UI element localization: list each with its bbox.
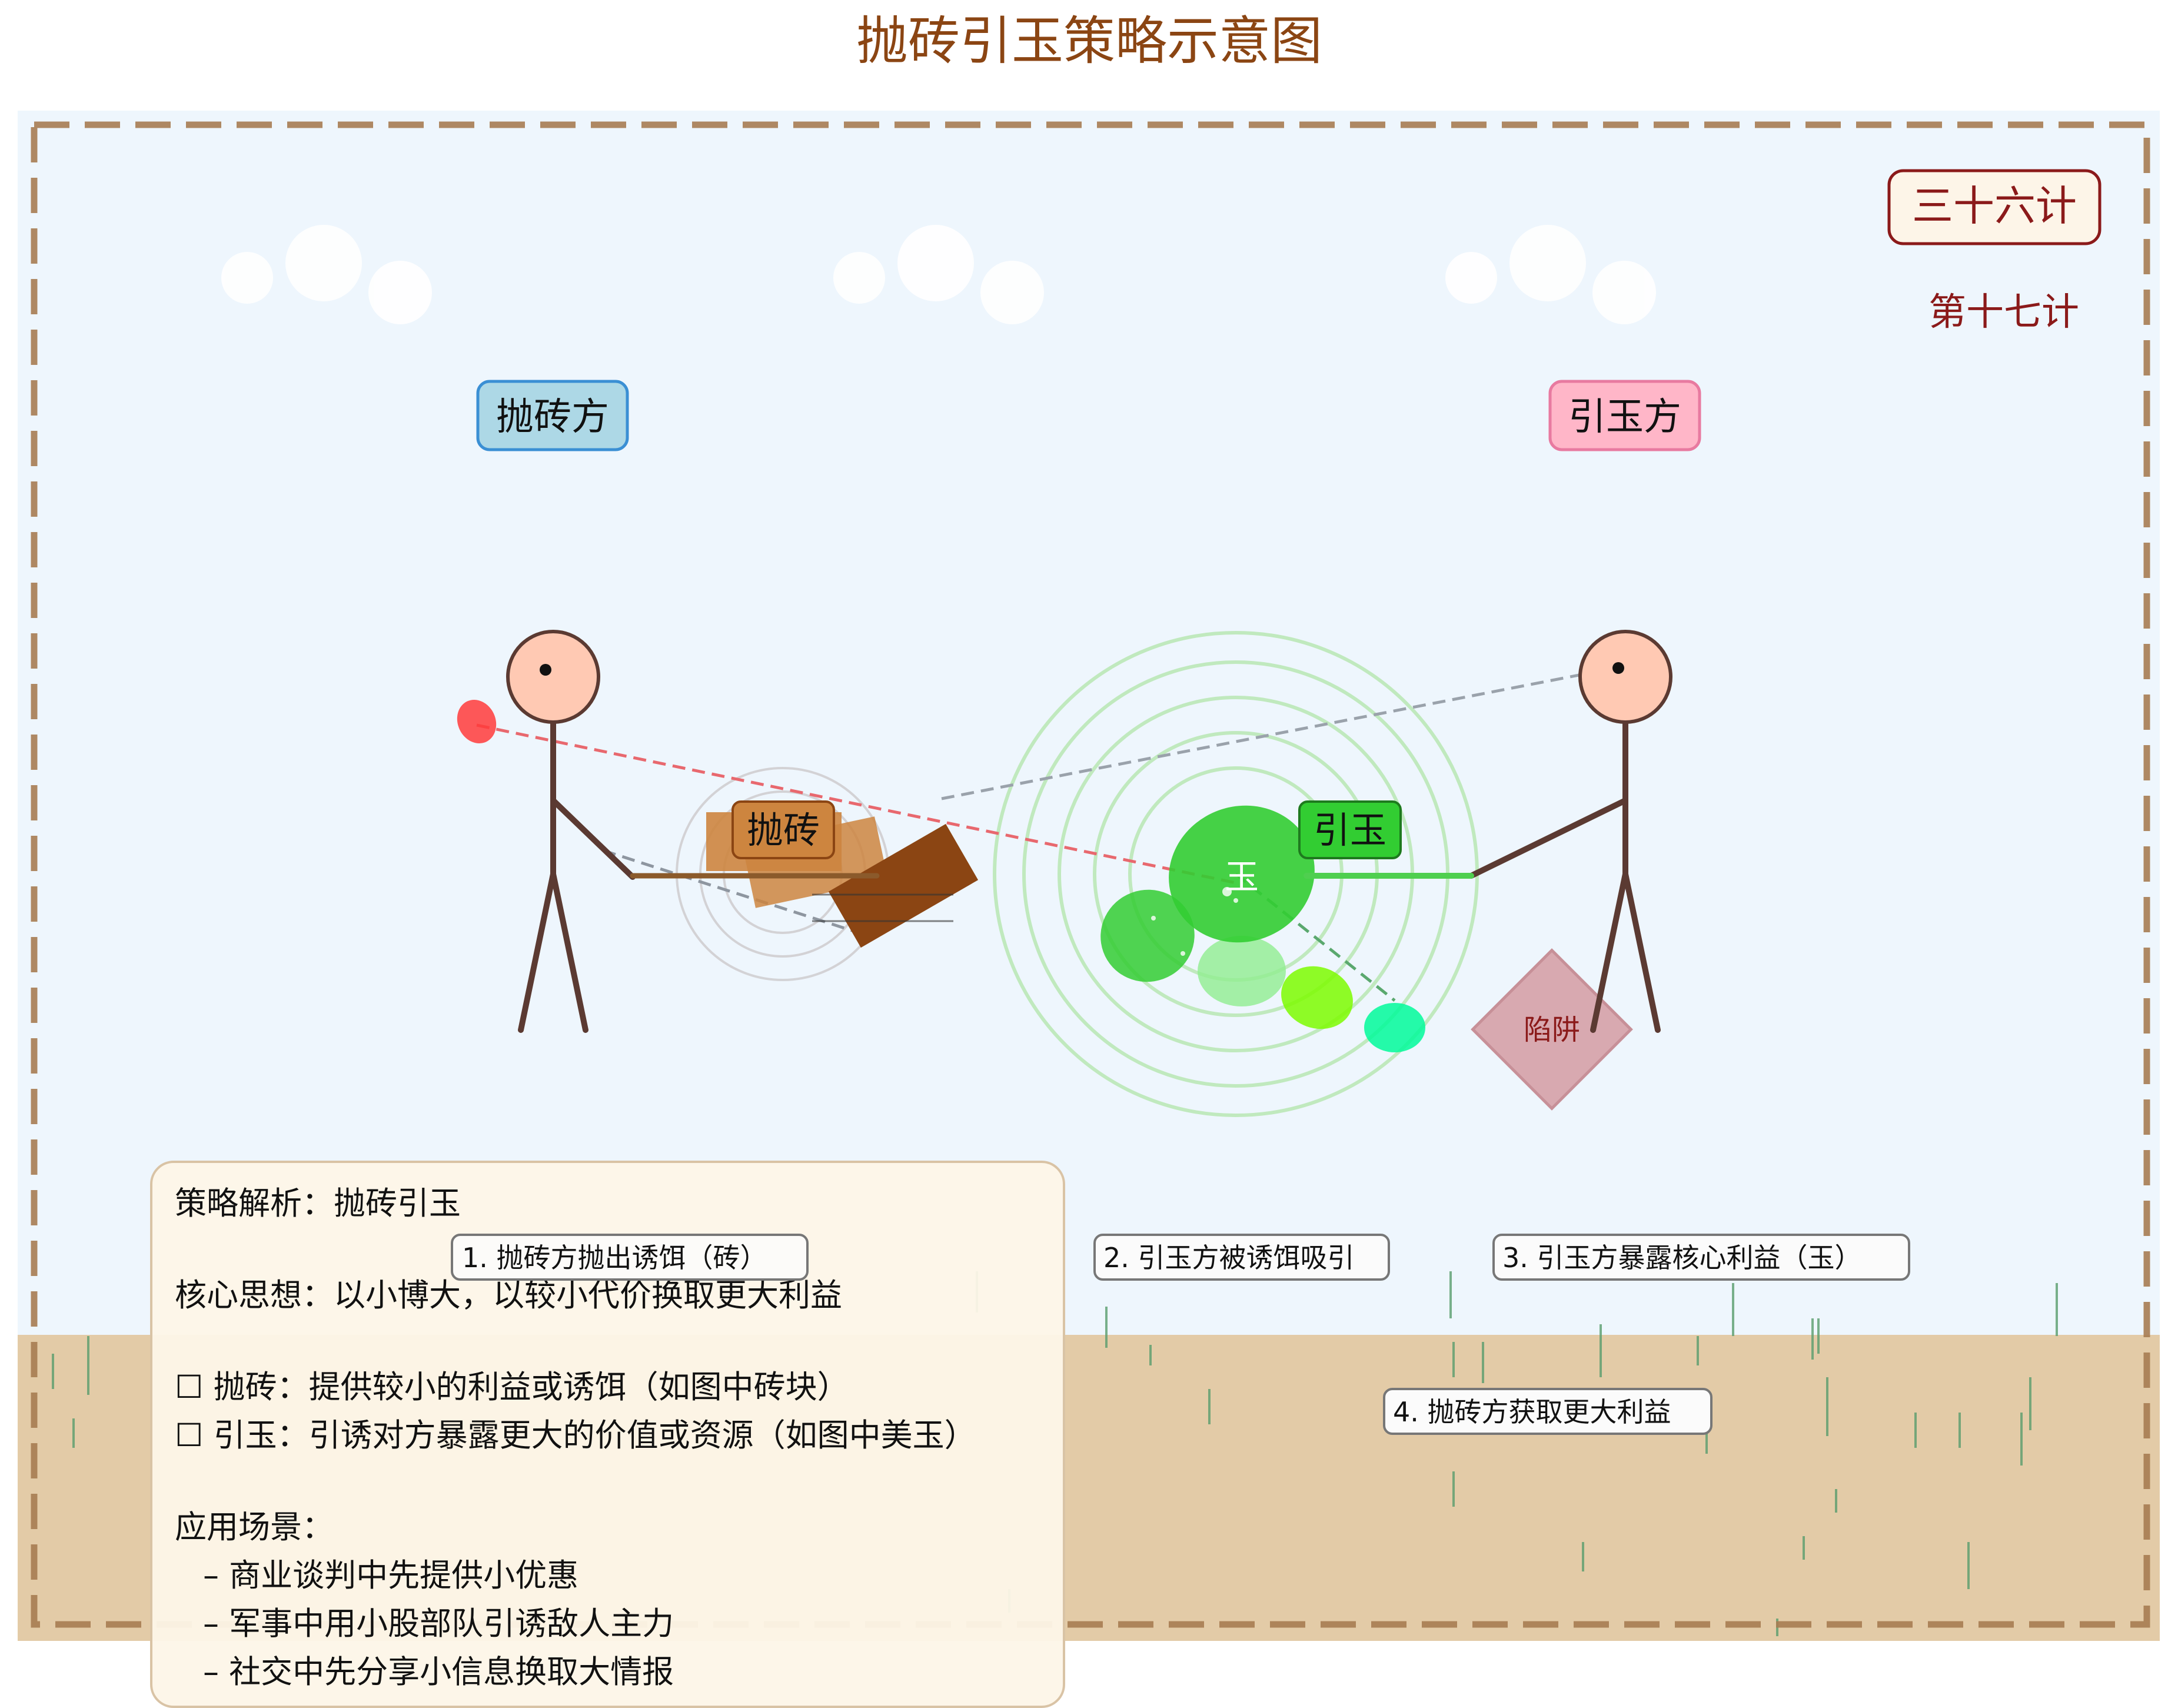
brick-label: 抛砖	[747, 809, 820, 852]
analysis-point-jade: 引玉：引诱对方暴露更大的价值或资源（如图中美玉）	[175, 1411, 1040, 1460]
brick-label-box	[731, 800, 835, 859]
right-party-label: 引玉方	[1568, 396, 1681, 439]
analysis-point-brick: 抛砖：提供较小的利益或诱饵（如图中砖块）	[175, 1363, 1040, 1411]
cloud-left	[221, 225, 432, 324]
cloud-middle	[833, 225, 1044, 324]
thrown-bait	[457, 700, 497, 743]
scenario-item: 社交中先分享小信息换取大情报	[175, 1648, 1040, 1696]
dashed-frame	[31, 121, 2150, 1628]
step-3-label: 3. 引玉方暴露核心利益（玉）	[1502, 1242, 1862, 1274]
step-2: 2. 引玉方被诱饵吸引	[1093, 1234, 1390, 1281]
left-party-box	[476, 380, 629, 451]
jade-char: 玉	[1225, 857, 1259, 897]
left-party-label: 抛砖方	[496, 396, 609, 439]
right-figure-head	[1578, 630, 1672, 724]
right-stick-figure	[1304, 718, 1661, 1033]
cloud-right	[1445, 225, 1656, 324]
badge-box	[1887, 169, 2101, 245]
analysis-core: 核心思想：以小博大，以较小代价换取更大利益	[175, 1277, 842, 1314]
badge-label: 三十六计	[1912, 182, 2077, 230]
trap-label: 陷阱	[1524, 1013, 1580, 1046]
step-4-label: 4. 抛砖方获取更大利益	[1393, 1396, 1671, 1428]
badge-sub: 第十七计	[1928, 291, 2079, 334]
analysis-panel: 策略解析：抛砖引玉 核心思想：以小博大，以较小代价换取更大利益 抛砖：提供较小的…	[150, 1161, 1065, 1708]
analysis-heading: 策略解析：抛砖引玉	[175, 1185, 461, 1222]
left-figure-eye	[540, 664, 551, 676]
sight-line-grey	[941, 666, 1616, 800]
right-figure-eye	[1612, 662, 1624, 674]
jade-label: 引玉	[1314, 809, 1386, 852]
scenario-item: 商业谈判中先提供小优惠	[175, 1551, 1040, 1600]
right-party-box	[1548, 380, 1701, 451]
jade-cluster	[1100, 805, 1425, 1052]
sight-line-green	[1235, 873, 1396, 1002]
scenario-heading: 应用场景：	[175, 1508, 334, 1546]
hand-line-grey	[603, 849, 860, 935]
left-stick-figure	[518, 718, 880, 1033]
step-2-label: 2. 引玉方被诱饵吸引	[1103, 1242, 1355, 1274]
sight-line-red	[476, 723, 1236, 885]
jade-label-box	[1298, 800, 1402, 859]
page-title: 抛砖引玉策略示意图	[856, 11, 1322, 71]
trap-diamond	[1471, 948, 1633, 1111]
left-figure-head	[506, 630, 600, 724]
step-4: 4. 抛砖方获取更大利益	[1383, 1388, 1713, 1435]
scenario-item: 军事中用小股部队引诱敌人主力	[175, 1600, 1040, 1648]
step-3: 3. 引玉方暴露核心利益（玉）	[1492, 1234, 1910, 1281]
